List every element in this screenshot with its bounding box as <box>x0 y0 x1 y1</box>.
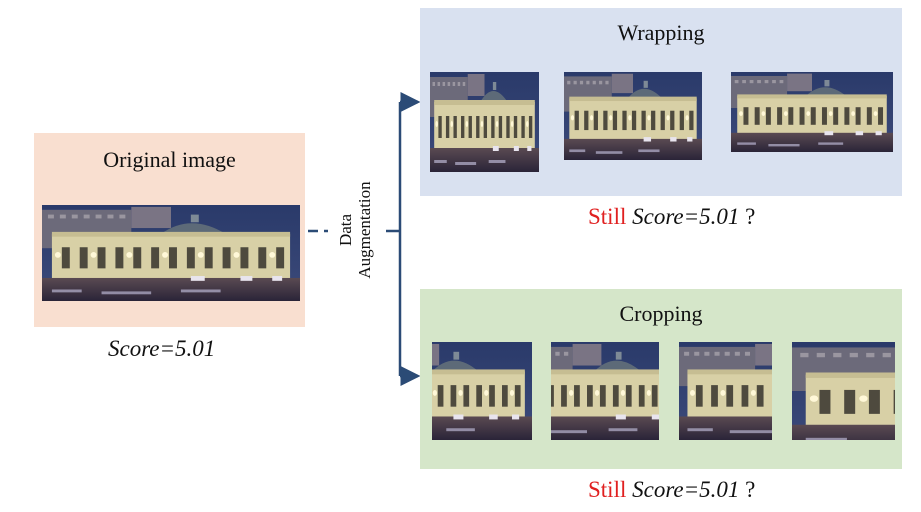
wrapping-still-label: Still <box>588 204 627 229</box>
augmentation-connector <box>308 92 421 386</box>
wrapping-question-mark: ? <box>745 204 756 229</box>
cropped-image-3 <box>679 342 772 440</box>
original-image-title: Original image <box>103 147 236 172</box>
original-image-panel: Original image <box>34 133 305 327</box>
original-score-text: Score=5.01 <box>108 336 216 361</box>
augmentation-label-line-2: Augmentation <box>355 181 374 279</box>
wrapped-image-1 <box>430 72 539 172</box>
data-augmentation-label: Data Augmentation <box>336 181 374 279</box>
cropped-image-4 <box>792 342 895 440</box>
cropped-image-2 <box>551 342 659 440</box>
wrapped-image-3 <box>731 72 893 152</box>
cropping-title: Cropping <box>619 301 703 326</box>
original-score: Score=5.01 <box>108 336 215 362</box>
wrapping-panel: Wrapping <box>420 8 902 196</box>
cropping-panel: Cropping <box>420 289 902 469</box>
cropping-still-label: Still <box>588 477 627 502</box>
wrapping-score: Still Score=5.01 ? <box>588 204 755 230</box>
wrapping-title: Wrapping <box>617 20 705 45</box>
wrapped-image-2 <box>564 72 702 160</box>
augmentation-label-line-1: Data <box>336 214 355 247</box>
cropping-score-text: Score=5.01 <box>632 477 740 502</box>
wrapping-score-text: Score=5.01 <box>632 204 740 229</box>
original-image <box>42 205 300 301</box>
cropped-image-1 <box>432 342 532 440</box>
cropping-question-mark: ? <box>745 477 756 502</box>
cropping-score: Still Score=5.01 ? <box>588 477 755 503</box>
